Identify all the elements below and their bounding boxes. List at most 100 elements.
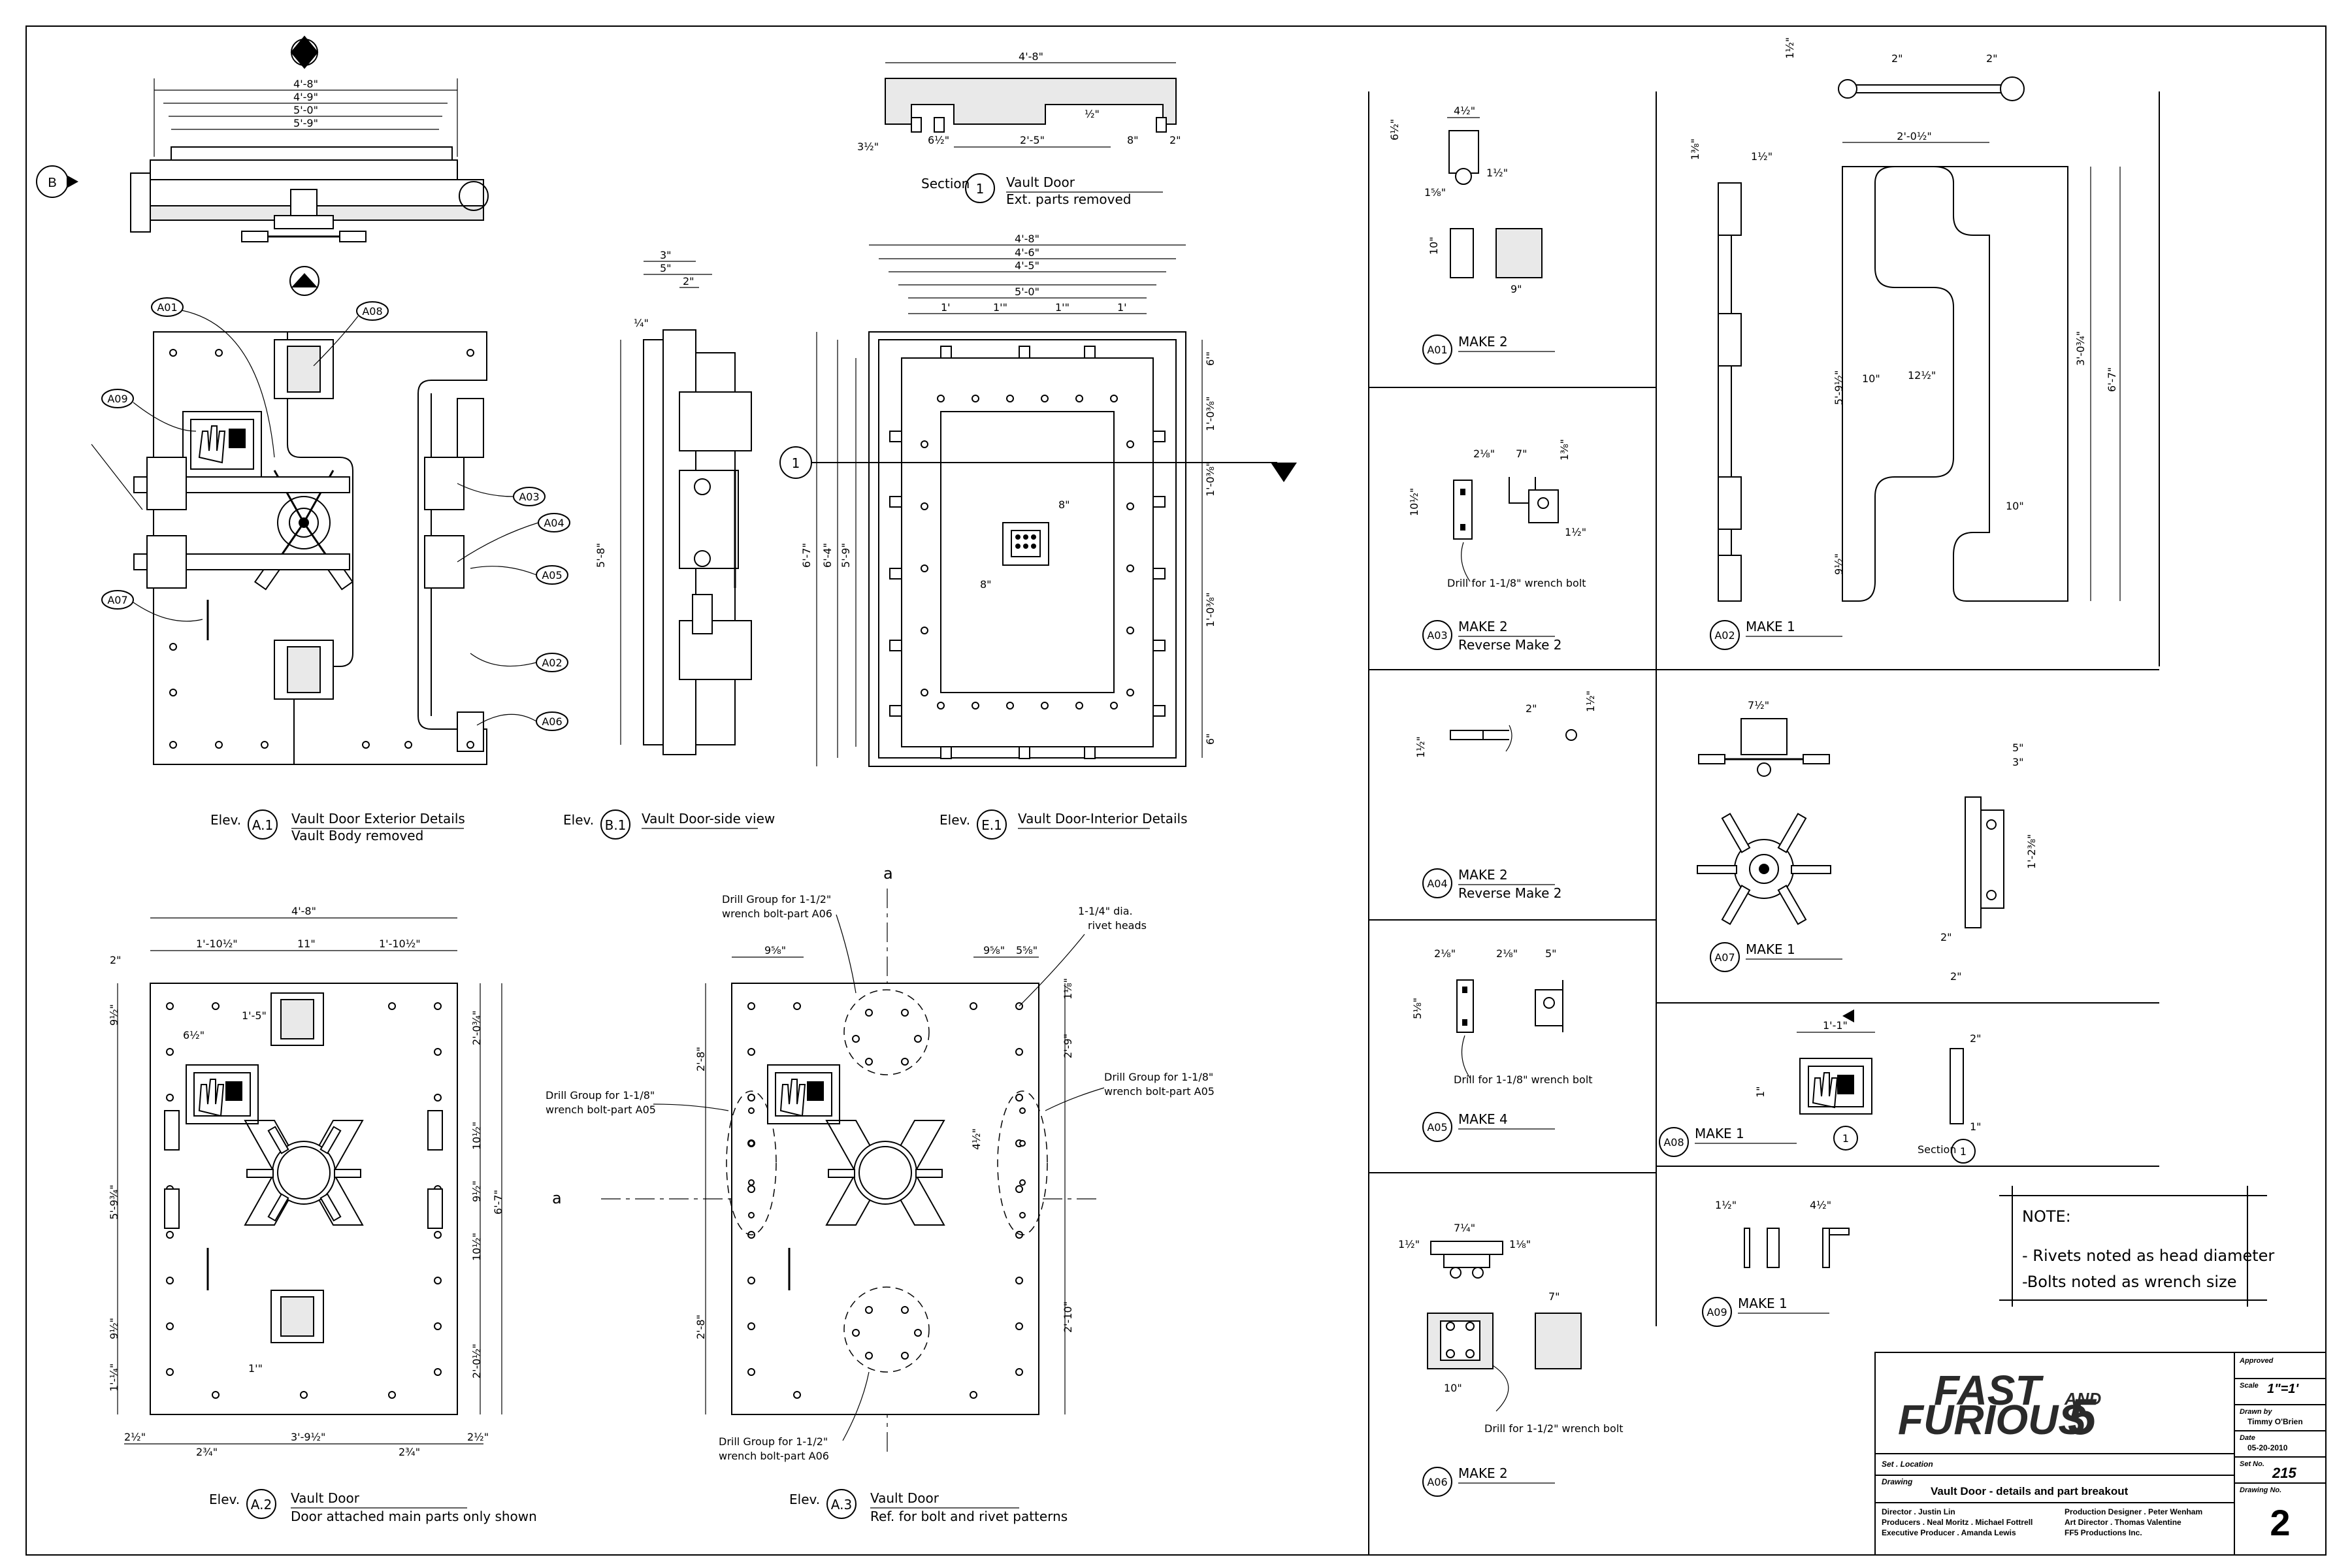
- title-b1: Elev. B.1 Vault Door-side view: [563, 809, 775, 840]
- svg-text:Vault Door-Interior Details: Vault Door-Interior Details: [1018, 811, 1188, 826]
- callout-a02[interactable]: A02: [470, 653, 568, 672]
- callout-a07[interactable]: A07: [101, 590, 203, 622]
- svg-text:2'-0¾": 2'-0¾": [470, 1011, 483, 1045]
- svg-text:9½": 9½": [470, 1181, 483, 1202]
- svg-text:MAKE 2: MAKE 2: [1458, 619, 1508, 634]
- svg-text:A06: A06: [542, 715, 562, 728]
- rivet: [1126, 502, 1134, 510]
- rivet: [747, 1094, 755, 1102]
- rivet: [434, 1322, 442, 1330]
- drill-group-a06-top: [843, 989, 930, 1075]
- svg-text:7½": 7½": [1748, 699, 1769, 711]
- svg-text:wrench bolt-part A06: wrench bolt-part A06: [722, 907, 832, 920]
- title-block: FAST AND FURIOUS 5 Set . Location Drawin…: [1874, 1352, 2327, 1556]
- svg-text:Elev.: Elev.: [939, 812, 970, 828]
- callout-a08[interactable]: A08: [313, 301, 389, 367]
- locking-lug: [1152, 640, 1166, 651]
- svg-text:A09: A09: [107, 393, 127, 405]
- view-marker-e[interactable]: E: [290, 35, 319, 69]
- svg-text:Vault Door: Vault Door: [291, 1490, 360, 1506]
- svg-text:Drawing: Drawing: [1882, 1477, 1913, 1486]
- svg-text:6½": 6½": [928, 134, 949, 146]
- svg-text:3'-9½": 3'-9½": [291, 1431, 325, 1443]
- svg-text:9⅝": 9⅝": [983, 944, 1005, 956]
- svg-text:2'-0½": 2'-0½": [1897, 130, 1931, 142]
- note-drill-a05-right: Drill Group for 1-1/8" wrench bolt-part …: [1045, 1071, 1215, 1111]
- svg-text:2⅛": 2⅛": [1434, 947, 1456, 960]
- part-a03: 2⅛" 7" 1⅜" 10½" 1½" Drill for 1-1/8" wre…: [1408, 439, 1586, 653]
- svg-text:2": 2": [110, 954, 122, 966]
- rivet: [793, 1391, 801, 1399]
- rivet: [1041, 702, 1049, 710]
- callout-a06[interactable]: A06: [476, 711, 568, 731]
- svg-text:Reverse Make 2: Reverse Make 2: [1458, 637, 1562, 653]
- e1-top-dims: 4'-8" 4'-6" 4'-5" 5'-0" 1' 1'" 1'" 1': [869, 233, 1186, 314]
- note-line-1: - Rivets noted as head diameter: [2022, 1247, 2274, 1265]
- svg-text:9": 9": [1511, 283, 1522, 295]
- rivet: [388, 1002, 396, 1010]
- rivet: [921, 564, 928, 572]
- callout-a03[interactable]: A03: [457, 483, 546, 506]
- drill-hole: [865, 1306, 873, 1314]
- handwheel-a3: [825, 1120, 945, 1226]
- callout-a01[interactable]: A01: [151, 297, 275, 458]
- rivet: [166, 1231, 174, 1239]
- svg-text:a: a: [883, 864, 893, 883]
- locking-lug: [889, 705, 902, 717]
- drill-group-a06-bottom: [843, 1286, 930, 1373]
- callout-a05[interactable]: A05: [470, 565, 568, 585]
- e1-lock-box: 8" 8": [980, 498, 1070, 591]
- svg-text:1: 1: [1842, 1132, 1849, 1145]
- a2-top-dims: 4'-8" 1'-10½" 11" 1'-10½": [150, 905, 457, 951]
- svg-text:6'": 6'": [1204, 351, 1217, 366]
- rivet: [169, 349, 177, 357]
- callout-a04[interactable]: A04: [457, 513, 570, 563]
- rivet: [261, 741, 269, 749]
- svg-text:Set . Location: Set . Location: [1882, 1460, 1933, 1469]
- locking-lug: [1084, 746, 1096, 759]
- svg-text:5'-9¾": 5'-9¾": [108, 1184, 120, 1219]
- svg-text:MAKE 2: MAKE 2: [1458, 334, 1508, 350]
- svg-text:AND: AND: [2064, 1389, 2102, 1409]
- svg-text:3": 3": [660, 249, 672, 261]
- rivet: [300, 1391, 308, 1399]
- svg-text:wrench bolt-part A06: wrench bolt-part A06: [719, 1450, 829, 1462]
- view-marker-b[interactable]: B: [36, 165, 78, 198]
- section-cut-line-1[interactable]: 1: [779, 446, 1297, 482]
- svg-text:2": 2": [1986, 52, 1998, 65]
- rivet: [169, 643, 177, 651]
- view-marker-a[interactable]: A: [289, 266, 319, 296]
- callout-a09[interactable]: A09: [101, 389, 197, 432]
- rivet: [169, 689, 177, 696]
- svg-text:11": 11": [297, 938, 316, 950]
- svg-text:Set No.: Set No.: [2240, 1460, 2264, 1468]
- parts-grid: [1368, 91, 2160, 1555]
- drawing-number: 2: [2270, 1502, 2290, 1543]
- svg-text:A05: A05: [542, 569, 562, 581]
- svg-text:wrench bolt-part A05: wrench bolt-part A05: [1104, 1085, 1215, 1098]
- svg-text:E.1: E.1: [981, 817, 1002, 833]
- hand-scanner-a3: [767, 1064, 840, 1124]
- svg-text:1⅛": 1⅛": [1509, 1238, 1531, 1250]
- svg-text:7": 7": [1516, 448, 1527, 460]
- svg-text:1⅛": 1⅛": [1062, 978, 1074, 1000]
- svg-text:5⅛": 5⅛": [1411, 998, 1424, 1019]
- rivet: [362, 741, 370, 749]
- svg-text:Drill for 1-1/8" wrench bolt: Drill for 1-1/8" wrench bolt: [1447, 577, 1586, 589]
- e1-lugs: [889, 346, 1166, 759]
- svg-text:4'-8": 4'-8": [1015, 233, 1039, 245]
- svg-text:1": 1": [1754, 1086, 1767, 1098]
- svg-text:A07: A07: [1714, 951, 1735, 964]
- drill-hole: [914, 1035, 922, 1043]
- locking-lug: [889, 568, 902, 580]
- svg-text:1½": 1½": [1414, 736, 1427, 758]
- svg-text:1'-10½": 1'-10½": [379, 938, 421, 950]
- svg-text:1': 1': [1117, 301, 1127, 314]
- note-line-2: -Bolts noted as wrench size: [2022, 1273, 2236, 1291]
- svg-text:A03: A03: [519, 491, 539, 503]
- svg-text:Elev.: Elev.: [563, 812, 594, 828]
- drill-hole: [748, 1179, 755, 1186]
- note-drill-a06-top: Drill Group for 1-1/2" wrench bolt-part …: [722, 893, 857, 994]
- svg-text:2½": 2½": [124, 1431, 146, 1443]
- rivet: [1015, 1368, 1023, 1376]
